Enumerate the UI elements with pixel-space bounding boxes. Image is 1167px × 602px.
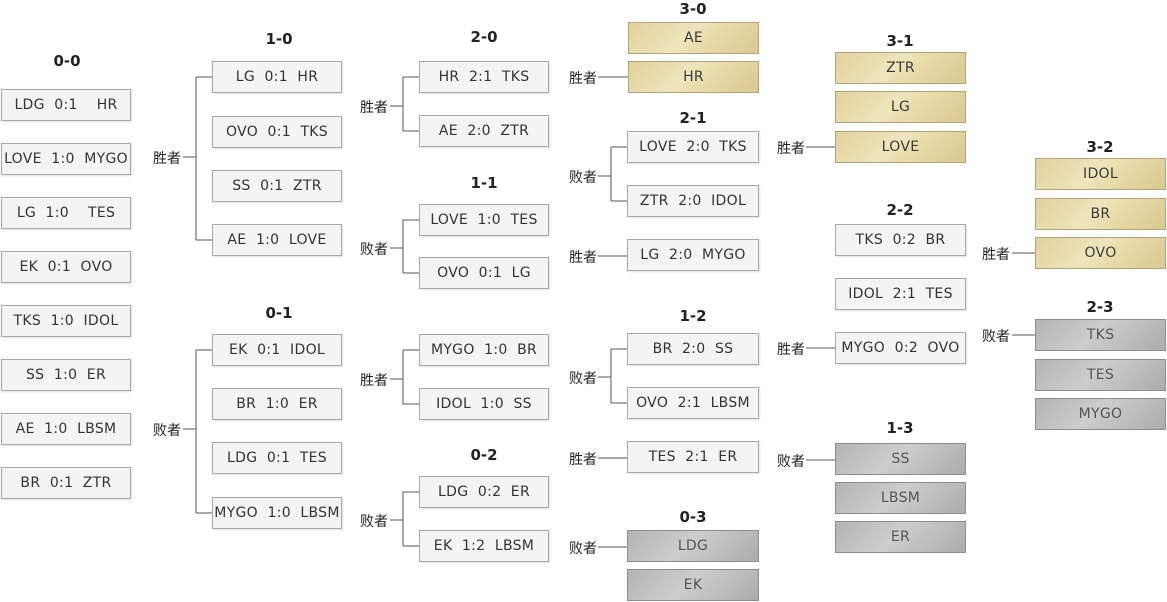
advanced-team: LOVE (835, 131, 966, 163)
winner-label: 胜者 (569, 250, 597, 266)
match-box: BR 0:1 ZTR (1, 467, 131, 499)
eliminated-team: SS (835, 443, 966, 475)
loser-label: 败者 (569, 170, 597, 186)
loser-label: 败者 (777, 454, 805, 470)
header-1-2: 1-2 (679, 307, 707, 325)
eliminated-team: ER (835, 521, 966, 553)
header-0-1: 0-1 (265, 304, 293, 322)
advanced-team: OVO (1035, 237, 1166, 269)
match-box: AE 1:0 LBSM (1, 413, 131, 445)
winner-label: 胜者 (777, 141, 805, 157)
header-1-1: 1-1 (470, 174, 498, 192)
winner-label: 胜者 (360, 373, 388, 389)
match-box: IDOL 1:0 SS (419, 388, 549, 420)
match-box: MYGO 0:2 OVO (835, 332, 966, 364)
header-2-1: 2-1 (679, 109, 707, 127)
header-1-3: 1-3 (886, 419, 914, 437)
advanced-team: IDOL (1035, 158, 1166, 190)
header-2-2: 2-2 (886, 201, 914, 219)
match-box: BR 1:0 ER (212, 388, 342, 420)
winner-label: 胜者 (569, 452, 597, 468)
match-box: LG 2:0 MYGO (627, 239, 759, 271)
header-0-0: 0-0 (53, 52, 81, 70)
loser-label: 败者 (153, 423, 181, 439)
match-box: EK 1:2 LBSM (419, 530, 549, 562)
header-2-0: 2-0 (470, 28, 498, 46)
header-0-3: 0-3 (679, 508, 707, 526)
match-box: LDG 0:2 ER (419, 476, 549, 508)
eliminated-team: TKS (1035, 319, 1166, 351)
match-box: ZTR 2:0 IDOL (627, 185, 759, 217)
match-box: LOVE 1:0 TES (419, 204, 549, 236)
match-box: AE 2:0 ZTR (419, 115, 549, 147)
match-box: TES 2:1 ER (627, 441, 759, 473)
match-box: MYGO 1:0 LBSM (212, 497, 342, 529)
match-box: OVO 0:1 LG (419, 257, 549, 289)
winner-label: 胜者 (569, 71, 597, 87)
match-box: OVO 0:1 TKS (212, 116, 342, 148)
header-1-0: 1-0 (265, 30, 293, 48)
advanced-team: ZTR (835, 52, 966, 84)
winner-label: 胜者 (360, 100, 388, 116)
match-box: SS 0:1 ZTR (212, 170, 342, 202)
eliminated-team: EK (627, 569, 759, 601)
loser-label: 败者 (360, 242, 388, 258)
advanced-team: BR (1035, 198, 1166, 230)
eliminated-team: LDG (627, 530, 759, 562)
header-2-3: 2-3 (1086, 298, 1114, 316)
match-box: TKS 0:2 BR (835, 224, 966, 256)
match-box: IDOL 2:1 TES (835, 278, 966, 310)
loser-label: 败者 (982, 329, 1010, 345)
match-box: LDG 0:1 TES (212, 442, 342, 474)
winner-label: 胜者 (982, 247, 1010, 263)
loser-label: 败者 (569, 541, 597, 557)
match-box: LG 1:0 TES (1, 197, 131, 229)
header-3-2: 3-2 (1086, 138, 1114, 156)
match-box: AE 1:0 LOVE (212, 224, 342, 256)
advanced-team: LG (835, 91, 966, 123)
match-box: EK 0:1 OVO (1, 251, 131, 283)
eliminated-team: LBSM (835, 482, 966, 514)
header-3-1: 3-1 (886, 32, 914, 50)
advanced-team: AE (628, 22, 759, 54)
match-box: LOVE 1:0 MYGO (1, 143, 131, 175)
match-box: LOVE 2:0 TKS (627, 131, 759, 163)
match-box: EK 0:1 IDOL (212, 334, 342, 366)
eliminated-team: TES (1035, 359, 1166, 391)
match-box: SS 1:0 ER (1, 359, 131, 391)
match-box: OVO 2:1 LBSM (627, 387, 759, 419)
match-box: TKS 1:0 IDOL (1, 305, 131, 337)
loser-label: 败者 (569, 371, 597, 387)
header-0-2: 0-2 (470, 446, 498, 464)
eliminated-team: MYGO (1035, 398, 1166, 430)
match-box: LG 0:1 HR (212, 61, 342, 93)
winner-label: 胜者 (777, 342, 805, 358)
winner-label: 胜者 (153, 151, 181, 167)
match-box: BR 2:0 SS (627, 333, 759, 365)
match-box: MYGO 1:0 BR (419, 334, 549, 366)
advanced-team: HR (628, 61, 759, 93)
match-box: LDG 0:1 HR (1, 89, 131, 121)
loser-label: 败者 (360, 514, 388, 530)
header-3-0: 3-0 (679, 0, 707, 18)
match-box: HR 2:1 TKS (419, 61, 549, 93)
